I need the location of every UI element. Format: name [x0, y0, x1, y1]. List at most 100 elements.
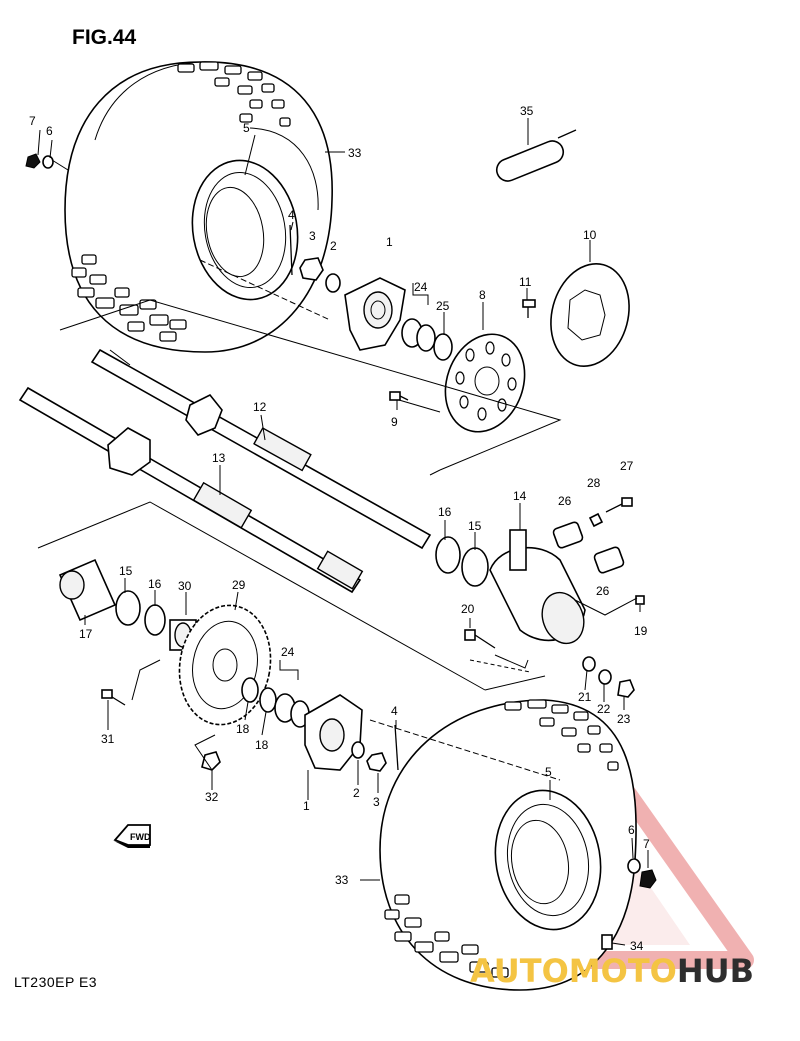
washer-2-lower	[351, 741, 365, 759]
callout-24: 24	[281, 645, 295, 659]
callout-2: 2	[353, 786, 360, 800]
washer-6-lower	[627, 858, 641, 874]
lower-tire	[379, 699, 637, 991]
callout-33: 33	[335, 873, 349, 887]
watermark-part1: AUTOMOTO	[470, 952, 677, 990]
plate-10	[550, 263, 630, 367]
nut-7-upper	[25, 153, 41, 169]
seal-16-lower	[144, 604, 166, 636]
tire-tread-top	[71, 61, 291, 342]
callout-4: 4	[391, 704, 398, 718]
nut-3-upper	[299, 257, 324, 281]
callout-21: 21	[578, 690, 592, 704]
callout-24: 24	[414, 280, 428, 294]
callout-25: 25	[436, 299, 450, 313]
axle-12	[90, 348, 432, 550]
callout-1: 1	[303, 799, 310, 813]
callout-3: 3	[373, 795, 380, 809]
callout-15: 15	[468, 519, 482, 533]
bolt-20	[464, 629, 496, 649]
nut-32	[201, 751, 221, 771]
watermark-part2: HUB	[676, 952, 755, 990]
callout-10: 10	[583, 228, 597, 242]
callout-13: 13	[212, 451, 226, 465]
clamp-26-lower	[593, 546, 625, 574]
seal-24-upper-b	[416, 324, 436, 352]
callout-7: 7	[643, 837, 650, 851]
callout-5: 5	[243, 121, 250, 135]
callout-11: 11	[519, 275, 532, 289]
callout-16: 16	[438, 505, 452, 519]
sprocket-29	[178, 604, 272, 726]
callout-26: 26	[596, 584, 610, 598]
pin-35	[495, 129, 577, 182]
nut-23	[617, 679, 635, 698]
valve-34	[601, 934, 613, 950]
callout-29: 29	[232, 578, 246, 592]
callout-18: 18	[255, 738, 269, 752]
callout-26: 26	[558, 494, 572, 508]
hub-1-lower	[304, 694, 363, 771]
axle-13	[18, 386, 364, 594]
watermark-text: AUTOMOTOHUB	[470, 952, 754, 990]
bearing-15-lower	[115, 590, 141, 626]
callout-7: 7	[29, 114, 36, 128]
upper-tire	[64, 61, 333, 353]
washer-21	[582, 656, 596, 672]
axle-housing-14	[489, 529, 586, 645]
callout-12: 12	[253, 400, 267, 414]
callout-2: 2	[330, 239, 337, 253]
washer-6-upper	[42, 155, 54, 169]
bolt-9	[389, 391, 409, 401]
callout-18: 18	[236, 722, 250, 736]
callout-19: 19	[634, 624, 648, 638]
callout-34: 34	[630, 939, 644, 953]
stud-4-upper	[289, 224, 293, 276]
spacer-18-a	[241, 677, 259, 703]
callout-14: 14	[513, 489, 527, 503]
bolt-19	[635, 595, 645, 605]
callout-8: 8	[479, 288, 486, 302]
callout-4: 4	[288, 208, 295, 222]
fwd-arrow-icon: FWD	[113, 824, 151, 848]
callout-1: 1	[386, 235, 393, 249]
clamp-26-upper	[552, 521, 584, 549]
callout-5: 5	[545, 765, 552, 779]
callout-6: 6	[628, 823, 635, 837]
bearing-25	[433, 333, 453, 361]
callout-23: 23	[617, 712, 631, 726]
callout-30: 30	[178, 579, 192, 593]
sleeve-17	[58, 558, 117, 622]
guide-lines	[37, 118, 649, 946]
washer-2-upper	[325, 273, 341, 293]
callout-16: 16	[148, 577, 162, 591]
brake-disc-8	[444, 333, 526, 433]
bolt-27	[605, 497, 633, 513]
callout-3: 3	[309, 229, 316, 243]
nut-28	[588, 512, 604, 528]
callout-6: 6	[46, 124, 53, 138]
callout-35: 35	[520, 104, 534, 118]
callout-28: 28	[587, 476, 601, 490]
bearing-15-upper	[461, 547, 489, 587]
callout-15: 15	[119, 564, 133, 578]
callouts: 7 6 5 33 4 3 2 1 24 25 8 11 10 35 9 12 1…	[29, 104, 650, 953]
callout-9: 9	[391, 415, 398, 429]
model-code: LT230EP E3	[14, 974, 98, 990]
callout-17: 17	[79, 627, 93, 641]
nut-7-lower	[639, 869, 657, 889]
fwd-label: FWD	[130, 832, 151, 842]
seal-16-upper	[435, 536, 461, 574]
spacer-18-b	[259, 687, 277, 713]
callout-20: 20	[461, 602, 475, 616]
washer-22	[598, 669, 612, 685]
callout-33: 33	[348, 146, 362, 160]
tire-tread-bottom	[384, 699, 619, 978]
callout-27: 27	[620, 459, 634, 473]
nut-3-lower	[366, 752, 387, 772]
bolt-31	[101, 689, 126, 706]
callout-31: 31	[101, 732, 115, 746]
callout-32: 32	[205, 790, 219, 804]
